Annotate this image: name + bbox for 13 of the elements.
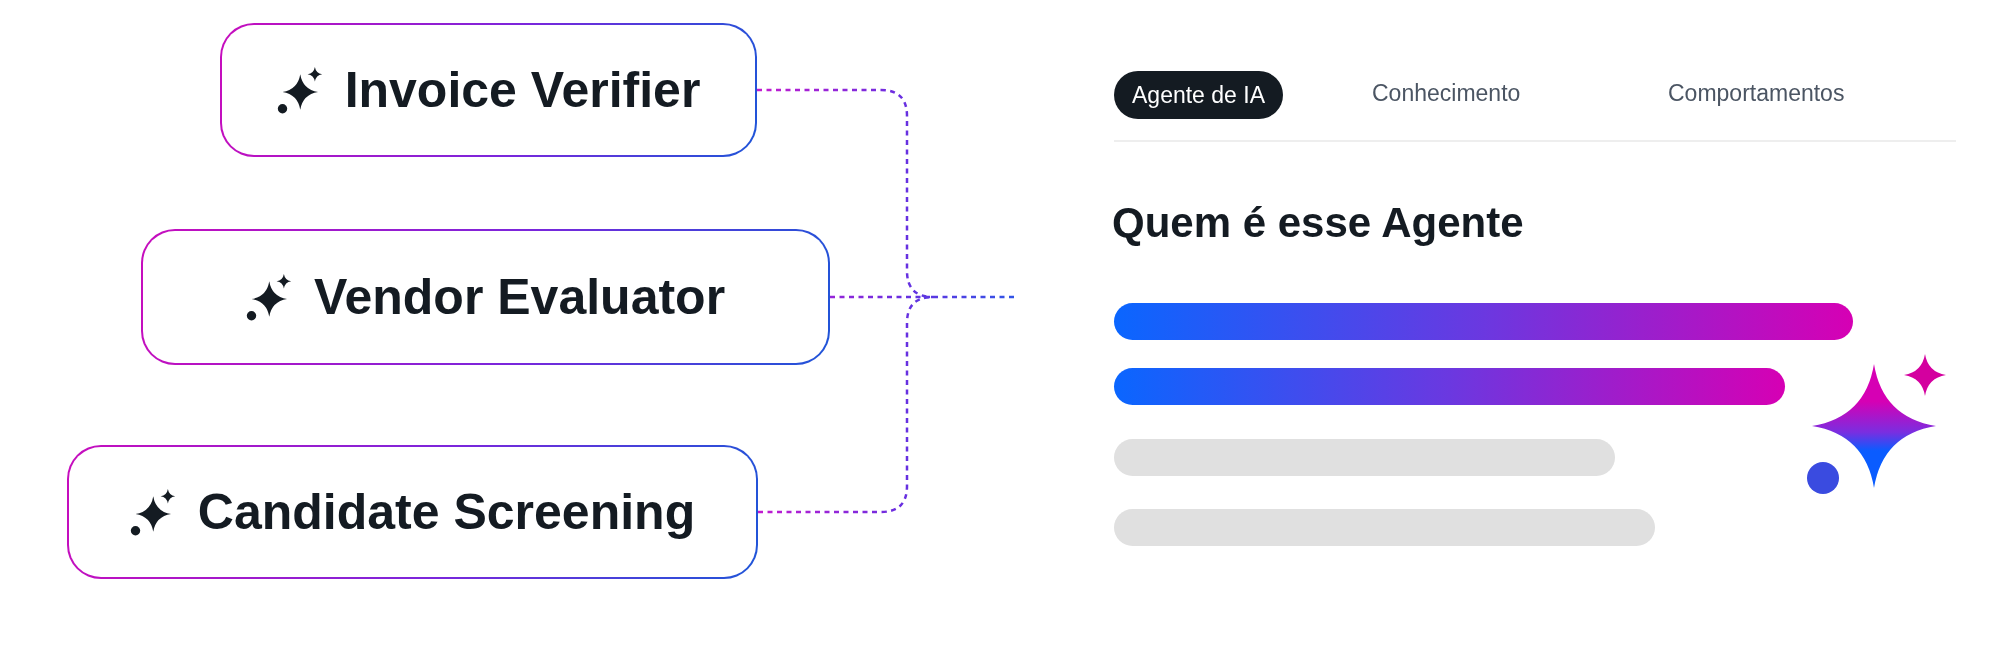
agent-card [220, 23, 757, 157]
section-heading: Quem é esse Agente [1112, 198, 1524, 248]
active-tab: Agente de IA [1114, 71, 1283, 119]
agent-card [141, 229, 830, 365]
tab-label: Conhecimento [1372, 80, 1521, 107]
dotted-connector [757, 88, 934, 299]
agent-name: Vendor Evaluator [313, 268, 726, 326]
tab-label: Comportamentos [1668, 80, 1845, 107]
dotted-connector [933, 295, 1017, 299]
agent-name: Candidate Screening [197, 483, 696, 541]
agent-card [67, 445, 758, 579]
dotted-connector [830, 295, 933, 299]
agent-name: Invoice Verifier [344, 61, 701, 119]
